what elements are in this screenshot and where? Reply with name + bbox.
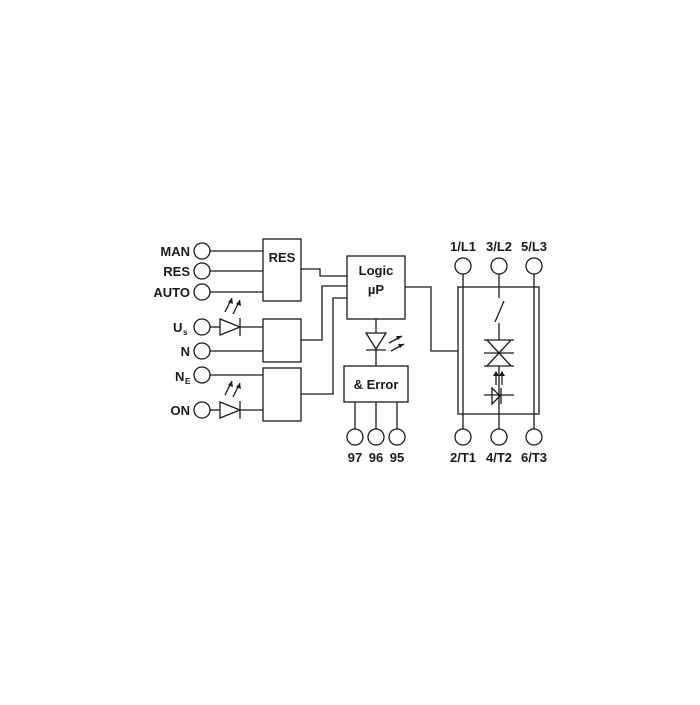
opto-led-icon — [484, 386, 514, 406]
res-block — [262, 238, 302, 302]
error-led-icon — [364, 319, 405, 366]
label-1-l1: 1/L1 — [450, 239, 476, 254]
switch-contact-icon — [494, 300, 505, 323]
label-man: MAN — [160, 244, 190, 259]
label-97: 97 — [348, 450, 362, 465]
label-95: 95 — [390, 450, 404, 465]
label-on: ON — [171, 403, 191, 418]
terminal-2-t1[interactable] — [454, 428, 472, 446]
terminal-5-l3[interactable] — [525, 257, 543, 275]
label-6-t3: 6/T3 — [521, 450, 547, 465]
label-ne: N E — [175, 369, 191, 386]
error-block — [343, 365, 409, 403]
terminal-ne[interactable] — [193, 366, 211, 384]
label-2-t1: 2/T1 — [450, 450, 476, 465]
terminal-95[interactable] — [388, 428, 406, 446]
error-block-label: & Error — [354, 377, 399, 392]
terminal-n[interactable] — [193, 342, 211, 360]
terminal-res[interactable] — [193, 262, 211, 280]
ne-on-block — [262, 367, 302, 422]
led-us-icon — [219, 297, 242, 336]
terminal-6-t3[interactable] — [525, 428, 543, 446]
label-5-l3: 5/L3 — [521, 239, 547, 254]
terminal-3-l2[interactable] — [490, 257, 508, 275]
terminal-us[interactable] — [193, 318, 211, 336]
label-n: N — [181, 344, 190, 359]
terminal-man[interactable] — [193, 242, 211, 260]
res-block-label: RES — [269, 250, 296, 265]
opto-arrows-icon — [493, 371, 505, 385]
terminal-4-t2[interactable] — [490, 428, 508, 446]
label-res: RES — [163, 264, 190, 279]
terminal-97[interactable] — [346, 428, 364, 446]
label-3-l2: 3/L2 — [486, 239, 512, 254]
input-wiring — [210, 250, 263, 411]
logic-to-power-wire — [405, 286, 458, 352]
terminal-1-l1[interactable] — [454, 257, 472, 275]
block-to-logic-wiring — [301, 268, 347, 395]
label-auto: AUTO — [153, 285, 190, 300]
relay-wiring — [354, 402, 398, 429]
us-n-block — [262, 318, 302, 363]
label-us-main: U — [173, 320, 182, 335]
triac-icon — [484, 339, 514, 367]
logic-label-2: µP — [368, 282, 384, 297]
terminal-auto[interactable] — [193, 283, 211, 301]
power-wiring — [462, 274, 535, 429]
label-ne-sub: E — [185, 377, 191, 386]
label-ne-main: N — [175, 369, 184, 384]
label-us-sub: s — [183, 328, 188, 337]
label-4-t2: 4/T2 — [486, 450, 512, 465]
terminal-on[interactable] — [193, 401, 211, 419]
led-on-icon — [219, 380, 242, 419]
logic-block — [346, 255, 406, 320]
terminal-96[interactable] — [367, 428, 385, 446]
logic-label-1: Logic — [359, 263, 394, 278]
label-us: U s — [173, 320, 188, 337]
label-96: 96 — [369, 450, 383, 465]
